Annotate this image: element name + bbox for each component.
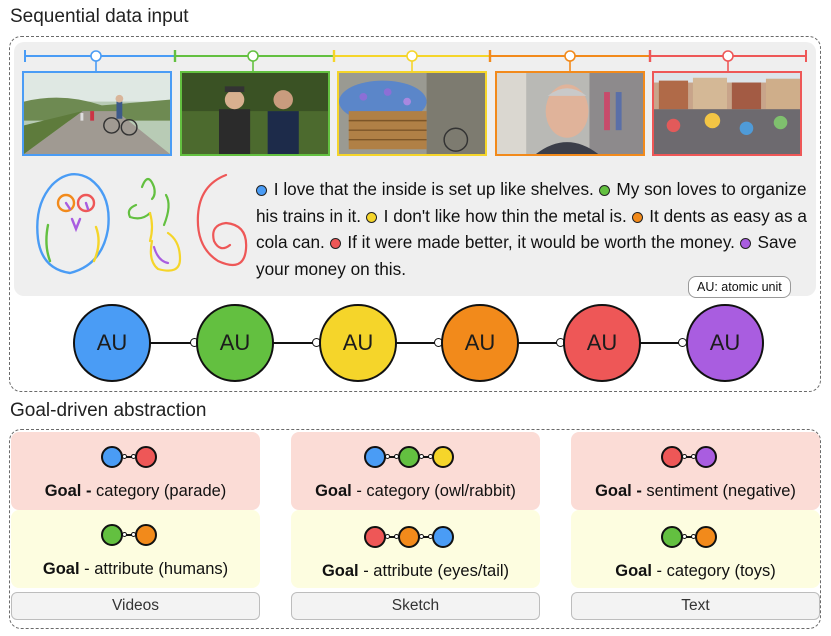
goal-label: Goal - category (parade) [44, 482, 227, 500]
au-link [393, 342, 443, 344]
au-link [271, 342, 321, 344]
squirrel-tail-sketch [196, 173, 248, 267]
flower-basket-scene [339, 73, 485, 154]
au-node-blue: AU [73, 304, 151, 382]
sentence-dot-green [598, 185, 610, 196]
goal-label: Goal - attribute (humans) [42, 560, 229, 578]
sequential-input-box [9, 36, 821, 392]
sentence-5: If it were made better, it would be wort… [347, 232, 735, 252]
cyclists-scene [24, 73, 170, 154]
au-node-green: AU [196, 304, 274, 382]
video-frame-5 [652, 71, 802, 156]
timeline-svg [24, 50, 807, 72]
goal-abstraction-title: Goal-driven abstraction [10, 400, 207, 421]
au-circle [364, 526, 386, 548]
au-circle [432, 526, 454, 548]
video-frame-1 [22, 71, 172, 156]
au-legend: AU: atomic unit [688, 276, 791, 298]
au-node-yellow: AU [319, 304, 397, 382]
goal-abstraction-box [9, 429, 821, 629]
goal-label: Goal - sentiment (negative) [595, 482, 796, 500]
video-timeline [0, 0, 831, 85]
au-chain-mini [101, 446, 157, 468]
au-circle [101, 524, 123, 546]
video-frame-2 [180, 71, 330, 156]
goal-card-text-1: Goal - sentiment (negative) [571, 432, 820, 510]
au-chain-mini [661, 526, 717, 548]
goal-card-sketch-2: Goal - attribute (eyes/tail) [291, 510, 540, 588]
au-circle [695, 446, 717, 468]
sentence-dot-orange [631, 211, 643, 223]
goal-label: Goal - attribute (eyes/tail) [321, 562, 510, 580]
au-circle [432, 446, 454, 468]
two-men-scene [182, 73, 328, 154]
sketch-group [36, 173, 248, 275]
man-close-up-scene [497, 73, 643, 154]
au-node-purple: AU [686, 304, 764, 382]
au-chain-mini [364, 446, 454, 468]
town-square-scene [654, 73, 800, 154]
au-circle [398, 446, 420, 468]
video-frame-4 [495, 71, 645, 156]
au-link [149, 342, 199, 344]
goal-card-sketch-1: Goal - category (owl/rabbit) [291, 432, 540, 510]
goal-card-videos-1: Goal - category (parade) [11, 432, 260, 510]
au-circle [101, 446, 123, 468]
au-circle [661, 446, 683, 468]
au-node-orange: AU [441, 304, 519, 382]
sequential-input-title: Sequential data input [10, 6, 189, 27]
au-chain-mini [661, 446, 717, 468]
goal-label: Goal - category (toys) [615, 562, 776, 580]
sentence-dot-purple [739, 238, 751, 249]
au-chain-mini [101, 524, 157, 546]
sentence-dot-red [329, 238, 341, 249]
review-text: I love that the inside is set up like sh… [256, 176, 812, 282]
rabbit-sketch [127, 177, 182, 272]
sentence-3: I don't like how thin the metal is. [383, 205, 627, 226]
goal-card-text-2: Goal - category (toys) [571, 510, 820, 588]
video-frame-3 [337, 71, 487, 156]
modality-tab-sketch: Sketch [291, 592, 540, 620]
au-link [515, 342, 565, 344]
sentence-1: I love that the inside is set up like sh… [273, 179, 594, 199]
au-node-red: AU [563, 304, 641, 382]
au-circle [364, 446, 386, 468]
goal-label: Goal - category (owl/rabbit) [315, 482, 516, 500]
au-circle [135, 446, 157, 468]
modality-tab-text: Text [571, 592, 820, 620]
sentence-dot-yellow [365, 211, 377, 223]
au-link [637, 342, 687, 344]
au-chain-mini [364, 526, 454, 548]
sentence-dot-blue [256, 185, 267, 196]
au-circle [661, 526, 683, 548]
au-circle [695, 526, 717, 548]
sentence-4: It dents as easy as a cola can. [256, 205, 807, 253]
au-circle [135, 524, 157, 546]
au-circle [398, 526, 420, 548]
sentence-2: My son loves to organize his trains in i… [256, 179, 807, 226]
goal-card-videos-2: Goal - attribute (humans) [11, 510, 260, 588]
sentence-6: Save your money on this. [256, 232, 797, 279]
modality-tab-videos: Videos [11, 592, 260, 620]
owl-sketch [36, 173, 110, 275]
